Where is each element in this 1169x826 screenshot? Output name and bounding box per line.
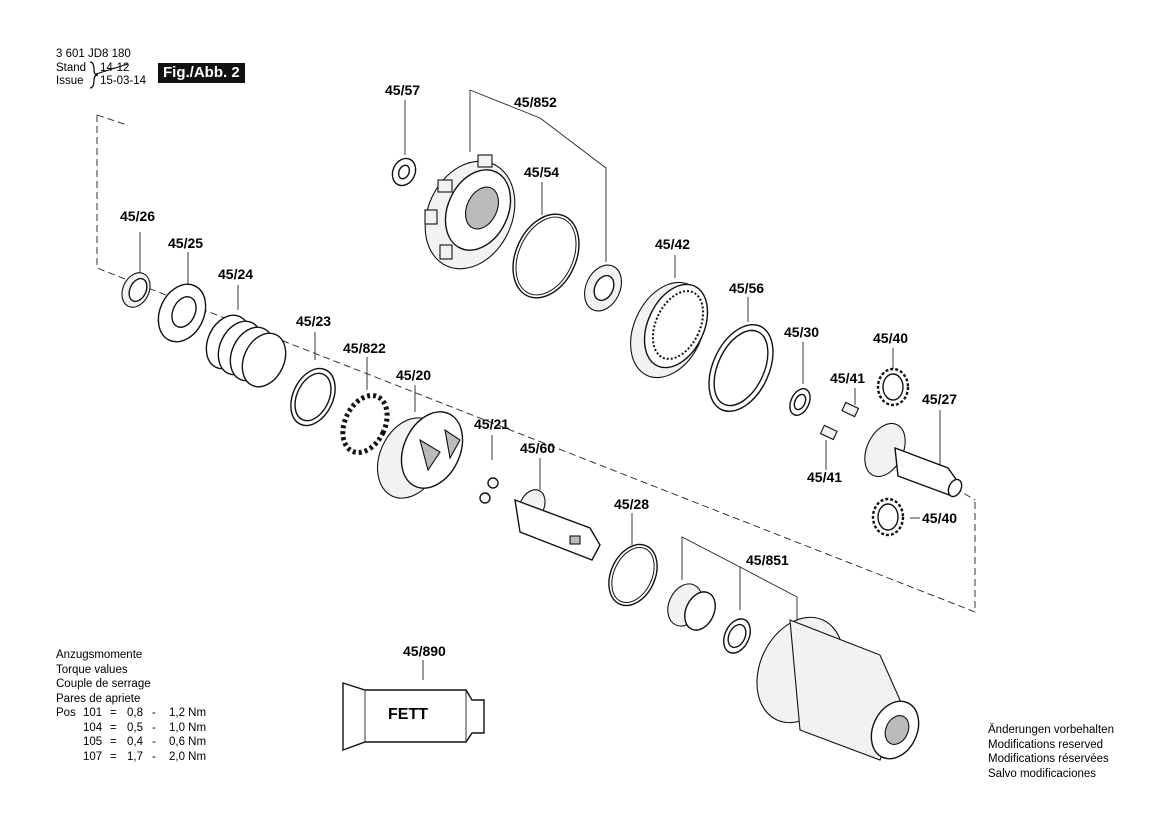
part-label-45-20: 45/20 — [396, 367, 432, 383]
part-45-890-grease-tube — [342, 682, 485, 751]
pos-number: 101 — [83, 707, 103, 719]
pos-number: 107 — [83, 750, 103, 763]
stand-label: Stand — [56, 62, 87, 74]
issue-date: 15-03-14 — [100, 75, 147, 87]
range-dash: - — [152, 721, 156, 734]
torque-min: 1,7 — [127, 750, 143, 763]
range-dash: - — [152, 707, 156, 719]
part-45-40-gear-bottom — [871, 497, 905, 537]
leader-lines — [139, 89, 941, 680]
part-bearing — [584, 264, 622, 312]
part-label-45-56: 45/56 — [729, 280, 765, 296]
part-label-45-890: 45/890 — [403, 643, 446, 659]
issue-label: Issue — [56, 75, 84, 87]
part-label-45-851: 45/851 — [746, 552, 789, 568]
part-45-57-washer — [391, 157, 417, 187]
range-dash: - — [152, 750, 156, 763]
part-label-45-41-bottom: 45/41 — [807, 469, 843, 485]
part-label-45-27: 45/27 — [922, 391, 958, 407]
part-label-45-54: 45/54 — [524, 164, 560, 180]
part-label-45-40-bottom: 45/40 — [922, 510, 958, 526]
part-45-822-ball-cage — [340, 393, 390, 455]
assembly-axis-stub — [96, 114, 128, 126]
part-label-45-28: 45/28 — [614, 496, 650, 512]
part-label-45-26: 45/26 — [120, 208, 156, 224]
part-45-30-washer — [789, 388, 811, 416]
range-dash: - — [152, 736, 156, 748]
torque-max: 1,2 Nm — [169, 707, 207, 719]
torque-max: 2,0 Nm — [169, 750, 207, 763]
doc-number: 3 601 JD8 180 — [56, 48, 131, 60]
part-45-851-gear-housing — [756, 616, 920, 761]
stand-date-strike — [95, 63, 129, 75]
torque-block: Anzugsmomente Torque values Couple de se… — [56, 648, 209, 764]
part-45-41-pins — [819, 401, 860, 441]
part-45-21-balls — [479, 477, 499, 504]
part-label-45-40-top: 45/40 — [873, 330, 909, 346]
part-45-20-hammer — [376, 411, 464, 499]
notice-de: Änderungen vorbehalten — [988, 724, 1114, 736]
torque-max: 0,6 Nm — [169, 736, 207, 748]
torque-max: 1,0 Nm — [169, 721, 207, 734]
torque-heading-de: Anzugsmomente — [56, 649, 143, 661]
torque-min: 0,8 — [127, 707, 143, 719]
stand-issue-brace — [89, 61, 99, 89]
grease-tube-label: FETT — [388, 706, 428, 723]
part-45-27-planet-carrier — [864, 422, 963, 498]
modifications-notice: Änderungen vorbehalten Modifications res… — [988, 723, 1114, 781]
part-45-60-anvil — [514, 489, 601, 561]
torque-row: 104 = 0,5 - 1,0 Nm — [56, 721, 209, 736]
torque-row: 107 = 1,7 - 2,0 Nm — [56, 750, 209, 765]
torque-row: 105 = 0,4 - 0,6 Nm — [56, 735, 209, 750]
torque-heading-es: Pares de apriete — [56, 692, 141, 705]
notice-en: Modifications reserved — [988, 738, 1104, 751]
torque-table: Pos 101 = 0,8 - 1,2 Nm 104 = 0,5 - 1,0 N… — [56, 706, 209, 764]
part-45-56-washer — [708, 323, 774, 413]
part-45-40-gear-top — [876, 367, 910, 407]
part-label-45-42: 45/42 — [655, 236, 691, 252]
part-45-42-ring-gear — [630, 281, 709, 379]
part-label-45-57: 45/57 — [385, 82, 421, 98]
part-label-45-21: 45/21 — [474, 416, 510, 432]
equals: = — [110, 750, 117, 763]
torque-min: 0,4 — [127, 736, 143, 748]
part-45-23-washer — [290, 367, 336, 427]
part-label-45-60: 45/60 — [520, 440, 556, 456]
notice-es: Salvo modificaciones — [988, 767, 1097, 780]
part-45-24-spring — [205, 314, 287, 388]
part-label-45-25: 45/25 — [168, 235, 204, 251]
torque-heading-fr: Couple de serrage — [56, 678, 151, 690]
torque-row: Pos 101 = 0,8 - 1,2 Nm — [56, 706, 209, 721]
part-label-45-24: 45/24 — [218, 266, 254, 282]
part-label-45-822: 45/822 — [343, 340, 386, 356]
part-45-852-housing-cover — [424, 154, 516, 270]
part-label-45-852: 45/852 — [514, 94, 557, 110]
equals: = — [110, 721, 117, 734]
part-label-45-23: 45/23 — [296, 313, 332, 329]
part-ring — [723, 618, 751, 654]
pos-number: 104 — [83, 721, 103, 734]
torque-heading-en: Torque values — [56, 663, 128, 676]
part-label-45-30: 45/30 — [784, 324, 820, 340]
pos-label: Pos — [56, 707, 76, 719]
part-sleeve — [667, 583, 716, 631]
torque-min: 0,5 — [127, 721, 143, 734]
pos-number: 105 — [83, 736, 103, 748]
part-label-45-41-top: 45/41 — [830, 370, 866, 386]
notice-fr: Modifications réservées — [988, 753, 1109, 765]
figure-label: Fig./Abb. 2 — [158, 63, 245, 83]
equals: = — [110, 707, 117, 719]
stand-date: 14-12 — [100, 62, 130, 74]
part-45-28-o-ring — [608, 543, 658, 607]
equals: = — [110, 736, 117, 748]
part-45-54-o-ring — [512, 213, 580, 299]
part-45-25-disc — [157, 283, 207, 343]
part-45-26-seal — [121, 272, 151, 308]
